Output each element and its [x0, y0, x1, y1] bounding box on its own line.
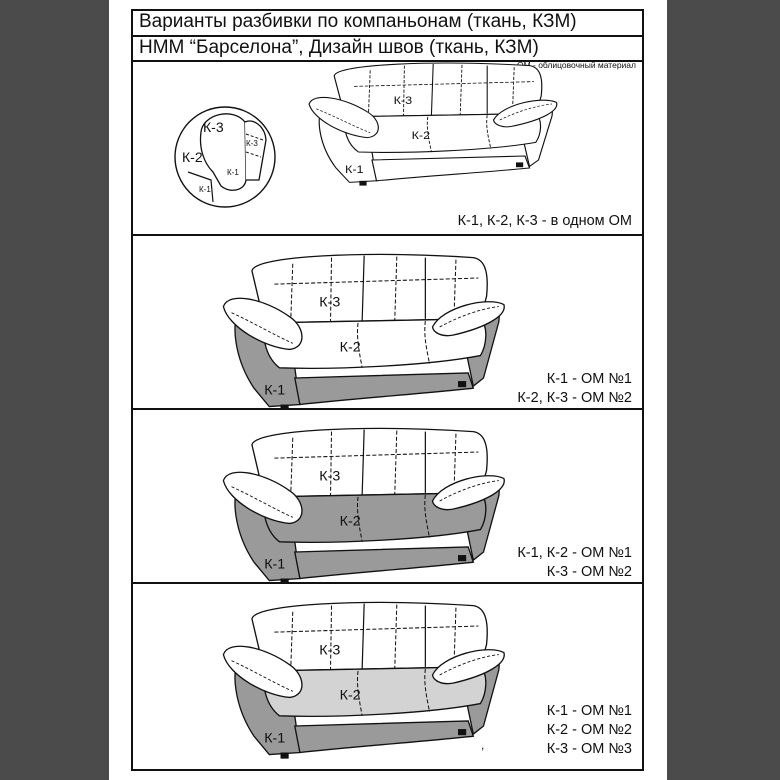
part-k3-label: К-3	[319, 469, 340, 485]
part-k3-label: К-3	[319, 295, 340, 311]
sofa-part-k3	[251, 253, 488, 324]
seam-detail-inset: К-3 К-2 К-3 К-1 К-1	[174, 106, 276, 208]
part-k2-label: К-2	[340, 687, 361, 703]
sofa-part-k3	[333, 62, 543, 118]
variant-panel-1: К-3 К-2 К-3 К-1 К-1 К-3 К-2 К-1 К-1, К-2…	[133, 62, 642, 236]
sofa-drawing: К-3 К-2 К-1	[222, 601, 505, 759]
sofa-part-k1	[371, 155, 531, 182]
part-k2-label: К-2	[340, 513, 361, 529]
caption-line: К-1, К-2 - ОМ №1	[517, 545, 632, 561]
sofa-part-k2	[263, 666, 487, 717]
sofa-part-k2	[263, 318, 487, 369]
sofa-part-k1	[294, 546, 475, 580]
caption-line: К-1 - ОМ №1	[546, 703, 632, 719]
inset-k1-corner-label: К-1	[199, 185, 211, 194]
variant-4-caption: К-1 - ОМ №1 К-2 - ОМ №2 К-3 - ОМ №3	[547, 702, 632, 759]
material-note: ОМ - облицовочный материал	[516, 60, 636, 70]
inset-k3-label: К-3	[203, 119, 224, 135]
sofa-part-k3	[251, 601, 488, 672]
diagram-frame: Варианты разбивки по компаньонам (ткань,…	[131, 9, 644, 771]
panel-3-drawing: К-3 К-2 К-1	[222, 427, 505, 584]
caption-line: К-2 - ОМ №2	[546, 722, 632, 738]
part-k1-label: К-1	[264, 556, 285, 572]
caption-line: К-3 - ОМ №2	[546, 564, 632, 580]
sofa-drawing: К-3 К-2 К-1	[222, 253, 505, 410]
inset-k1-small-label: К-1	[227, 168, 239, 177]
part-k2-label: К-2	[340, 339, 361, 355]
caption-line: К-1, К-2, К-3 - в одном ОМ	[457, 213, 632, 229]
sofa-drawing: К-3 К-2 К-1	[308, 62, 558, 186]
caption-line: К-1 - ОМ №1	[546, 371, 632, 387]
stray-mark: ,	[481, 738, 485, 752]
sofa-part-k3	[251, 427, 488, 498]
sofa-part-k1	[294, 372, 475, 406]
sofa-part-k2	[343, 113, 542, 153]
panel-2-drawing: К-3 К-2 К-1	[222, 253, 505, 410]
document-sheet: Варианты разбивки по компаньонам (ткань,…	[109, 0, 667, 780]
variant-2-caption: К-1 - ОМ №1 К-2, К-3 - ОМ №2	[517, 370, 632, 408]
part-k1-label: К-1	[345, 162, 364, 175]
sofa-drawing: К-3 К-2 К-1	[222, 427, 505, 584]
document-title: Варианты разбивки по компаньонам (ткань,…	[133, 11, 642, 37]
caption-line: К-3 - ОМ №3	[546, 741, 632, 757]
panel-1-drawing: К-3 К-2 К-3 К-1 К-1 К-3 К-2 К-1	[174, 62, 558, 208]
part-k2-label: К-2	[412, 129, 431, 142]
caption-line: К-2, К-3 - ОМ №2	[517, 390, 632, 406]
inset-k3-small-label: К-3	[246, 139, 258, 148]
variant-panel-3: К-3 К-2 К-1 К-1, К-2 - ОМ №1 К-3 - ОМ №2	[133, 410, 642, 584]
sofa-part-k1	[294, 720, 475, 754]
part-k3-label: К-3	[394, 94, 413, 107]
sofa-part-k2	[263, 492, 487, 543]
panel-4-drawing: К-3 К-2 К-1	[222, 601, 505, 759]
part-k1-label: К-1	[264, 382, 285, 398]
variant-3-caption: К-1, К-2 - ОМ №1 К-3 - ОМ №2	[517, 544, 632, 582]
part-k3-label: К-3	[319, 643, 340, 659]
document-subtitle: НММ “Барселона”, Дизайн швов (ткань, КЗМ…	[133, 37, 642, 62]
variant-panel-2: К-3 К-2 К-1 К-1 - ОМ №1 К-2, К-3 - ОМ №2	[133, 236, 642, 410]
inset-k2-label: К-2	[182, 149, 203, 165]
variant-panel-4: К-3 К-2 К-1 К-1 - ОМ №1 К-2 - ОМ №2 К-3 …	[133, 584, 642, 771]
variant-1-caption: К-1, К-2, К-3 - в одном ОМ	[458, 212, 632, 231]
part-k1-label: К-1	[264, 730, 285, 746]
